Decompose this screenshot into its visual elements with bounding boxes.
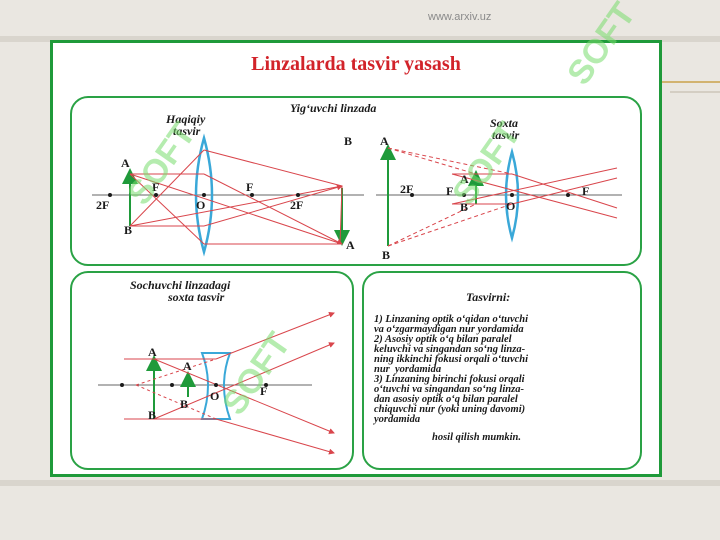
- label-b: B: [460, 200, 469, 214]
- diverging-lens: [200, 352, 232, 420]
- label-f: F: [446, 184, 454, 198]
- virtual-image-label-2: tasvir: [492, 128, 520, 142]
- ray: [511, 177, 618, 205]
- label-f: F: [582, 184, 590, 198]
- notes-line: 1) Linzaning optik o‘qidan o‘tuvchi: [374, 314, 529, 325]
- label-o: O: [210, 389, 220, 403]
- diverging-lens-panel: Sochuvchi linzadagi soxta tasvir: [70, 271, 354, 470]
- diverging-header-2: soxta tasvir: [168, 290, 225, 304]
- point: [296, 193, 300, 197]
- label-2f: 2F: [290, 198, 304, 212]
- converging-lens-2: [504, 147, 520, 243]
- point: [410, 193, 414, 197]
- bg-stripe: [0, 36, 720, 42]
- notes-line: o‘tuvchi va singandan so‘ng linza-: [374, 384, 524, 395]
- notes-line: dan asosiy optik o‘q bilan paralel: [374, 394, 518, 405]
- ray: [215, 312, 335, 360]
- point: [108, 193, 112, 197]
- notes-line: 2) Asosiy optik o‘q bilan paralel: [374, 334, 512, 345]
- point: [214, 383, 218, 387]
- label-f: F: [152, 180, 160, 194]
- notes-line: nur yordamida: [374, 364, 442, 375]
- point: [120, 383, 124, 387]
- virtual-image-label: Soxta: [490, 116, 519, 130]
- label-a: A: [380, 134, 389, 148]
- ray: [129, 173, 205, 245]
- label-b: B: [344, 134, 353, 148]
- real-image-label: Haqiqiy: [166, 112, 206, 126]
- label-b: B: [180, 397, 189, 411]
- label-a: A: [346, 238, 355, 252]
- ray: [215, 418, 335, 455]
- label-b: B: [382, 248, 391, 262]
- notes-line: 3) Linzaning birinchi fokusi orqali: [374, 374, 525, 385]
- label-b: B: [124, 223, 133, 237]
- ray: [451, 173, 618, 219]
- label-a: A: [148, 345, 157, 359]
- ray: [153, 342, 335, 420]
- converging-lens-panel: Yig‘uvchi linzada Haqiqiy tasvir Soxta t…: [70, 96, 642, 266]
- ray: [387, 203, 513, 247]
- point: [566, 193, 570, 197]
- ray: [451, 167, 618, 205]
- ray: [135, 384, 217, 420]
- ray: [387, 147, 513, 175]
- diverging-header: Sochuvchi linzadagi: [130, 278, 231, 292]
- ray: [387, 203, 477, 247]
- notes-line: yordamida: [374, 414, 421, 425]
- slide-title: Linzalarda tasvir yasash: [251, 53, 461, 75]
- converging-lens: [194, 133, 214, 257]
- converging-header: Yig‘uvchi linzada: [290, 101, 377, 115]
- ray: [153, 358, 335, 434]
- decor-lines: [660, 81, 720, 93]
- ray: [387, 147, 477, 175]
- label-2f: 2F: [400, 182, 414, 196]
- converging-diagram: [92, 133, 622, 257]
- slide-card: Linzalarda tasvir yasash Yig‘uvchi linza…: [50, 40, 662, 477]
- label-o: O: [506, 199, 516, 213]
- label-a: A: [121, 156, 130, 170]
- notes-line: va o‘zgarmaydigan nur yordamida: [374, 324, 524, 335]
- point: [170, 383, 174, 387]
- watermark-url: www.arxiv.uz: [428, 11, 492, 23]
- notes-footer: hosil qilish mumkin.: [432, 432, 521, 443]
- notes-line: keluvchi va singandan so‘ng linza-: [374, 344, 526, 355]
- ray: [203, 184, 343, 227]
- point: [250, 193, 254, 197]
- diverging-diagram: [98, 312, 335, 455]
- ray: [135, 358, 217, 386]
- label-b: B: [148, 408, 157, 422]
- notes-header: Tasvirni:: [466, 290, 511, 304]
- label-a: A: [183, 359, 192, 373]
- ray: [203, 149, 343, 187]
- point: [510, 193, 514, 197]
- label-f: F: [246, 180, 254, 194]
- ray: [129, 173, 343, 245]
- label-o: O: [196, 198, 206, 212]
- point: [462, 193, 466, 197]
- label-a: A: [460, 172, 469, 186]
- notes-panel: Tasvirni: 1) Linzaning optik o‘qidan o‘t…: [362, 271, 642, 470]
- point: [264, 383, 268, 387]
- label-f: F: [260, 384, 268, 398]
- real-image-label-2: tasvir: [173, 124, 201, 138]
- point: [154, 193, 158, 197]
- label-2f: 2F: [96, 198, 110, 212]
- ray: [203, 173, 343, 245]
- bg-stripe: [0, 480, 720, 486]
- ray: [339, 185, 343, 245]
- ray: [129, 185, 343, 227]
- notes-line: chiquvchi nur (yoki uning davomi): [374, 404, 526, 415]
- ray: [129, 149, 205, 227]
- notes-line: ning ikkinchi fokusi orqali o‘tuvchi: [374, 354, 529, 365]
- point: [202, 193, 206, 197]
